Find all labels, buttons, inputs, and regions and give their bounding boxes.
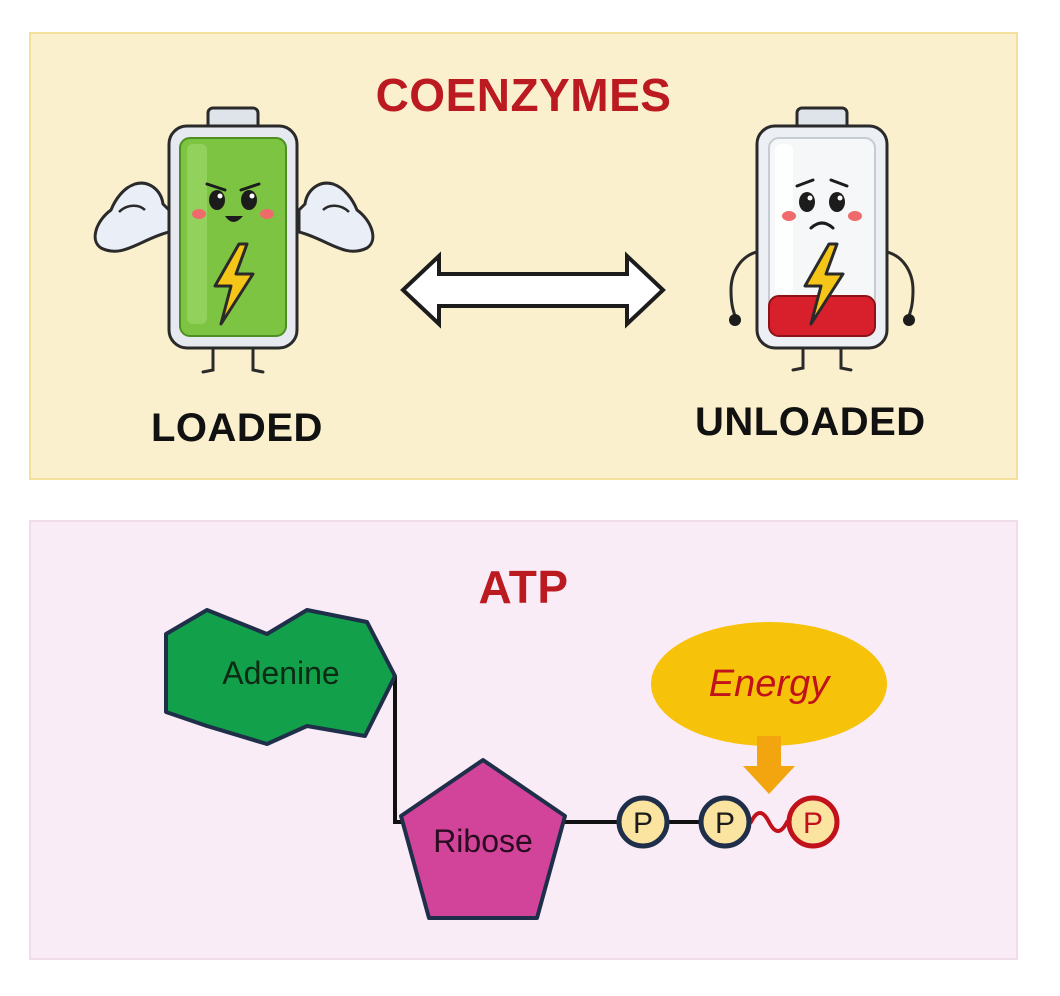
adenine-node: Adenine (164, 608, 397, 746)
energy-label: Energy (709, 663, 831, 705)
loaded-right-arm (297, 181, 375, 253)
coenzymes-panel: COENZYMES (29, 32, 1018, 480)
coenzymes-illustration (93, 106, 915, 374)
phosphate-3: P (786, 795, 840, 849)
high-energy-bond (749, 811, 789, 833)
ribose-label: Ribose (433, 823, 533, 859)
unloaded-label: UNLOADED (695, 400, 926, 444)
phosphate-1: P (616, 795, 670, 849)
loaded-lightning-icon (213, 242, 255, 326)
adenine-ribose-bond (393, 676, 405, 824)
phosphate-3-label: P (803, 807, 823, 840)
phosphate-2: P (698, 795, 752, 849)
atp-title: ATP (478, 561, 569, 613)
loaded-label: LOADED (151, 406, 323, 450)
unloaded-lightning-icon (803, 242, 845, 326)
unloaded-battery-icon (729, 106, 915, 372)
loaded-left-arm (93, 181, 171, 253)
coenzymes-title: COENZYMES (375, 69, 672, 121)
energy-arrow-icon (743, 736, 795, 794)
double-arrow-icon (400, 251, 666, 329)
atp-diagram: Adenine Ribose P P P Energy (164, 608, 887, 920)
phosphate-2-label: P (715, 807, 735, 840)
phosphate-1-label: P (633, 807, 653, 840)
loaded-battery-icon (93, 106, 375, 374)
atp-panel: ATP Adenine Ribose P P P (29, 520, 1018, 960)
adenine-label: Adenine (222, 655, 339, 691)
energy-bubble: Energy (651, 622, 887, 794)
ribose-node: Ribose (399, 758, 567, 920)
